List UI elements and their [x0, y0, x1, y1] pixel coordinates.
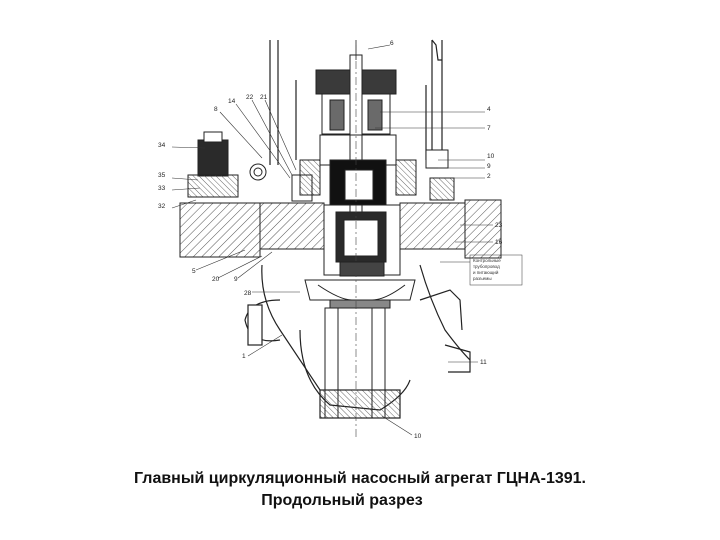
callout-21: 21 — [260, 94, 268, 101]
callout-6: 6 — [390, 40, 394, 47]
diagram-subtitle: Продольный разрез — [261, 492, 423, 509]
callout-34: 34 — [158, 142, 166, 149]
pump-section-drawing: Контрольные трубопровод и питающий разъе… — [158, 39, 523, 440]
note-line-4: разъемы — [473, 276, 492, 281]
note-box: Контрольные трубопровод и питающий разъе… — [469, 254, 523, 286]
impeller — [304, 279, 416, 309]
callout-4: 4 — [487, 106, 491, 113]
callout-5: 5 — [192, 268, 196, 275]
callout-32: 32 — [158, 203, 166, 210]
callout-28: 28 — [244, 290, 252, 297]
callout-9: 9 — [487, 163, 491, 170]
callout-22: 22 — [246, 94, 254, 101]
callout-20: 20 — [212, 276, 220, 283]
callout-11: 11 — [480, 359, 487, 366]
note-line-1: Контрольные — [473, 258, 501, 263]
motor-stand — [269, 39, 443, 165]
callout-7: 7 — [487, 125, 491, 132]
callout-2: 2 — [487, 173, 491, 180]
note-line-2: трубопровод — [473, 264, 500, 269]
note-line-3: и питающий — [473, 269, 499, 275]
callout-14: 14 — [228, 98, 236, 105]
auxiliary-valve — [187, 131, 313, 202]
callout-23: 23 — [495, 222, 503, 229]
right-fittings — [425, 149, 455, 201]
motor-housing — [299, 134, 417, 206]
callout-16: 16 — [495, 239, 503, 246]
inlet-pipe — [324, 307, 386, 419]
callout-8: 8 — [214, 106, 218, 113]
leader-lines — [171, 44, 493, 436]
callout-35: 35 — [158, 172, 166, 179]
callout-10: 10 — [487, 153, 495, 160]
seal-cartridge — [323, 204, 401, 277]
diagram-title: Главный циркуляционный насосный агрегат … — [134, 470, 586, 487]
callout-10b: 10 — [414, 433, 422, 440]
main-flange — [179, 199, 502, 259]
callout-33: 33 — [158, 185, 166, 192]
callout-1: 1 — [242, 353, 246, 360]
callout-labels: 6 4 7 14 22 21 8 34 35 33 32 10 9 2 23 1… — [158, 40, 503, 440]
callout-9b: 9 — [234, 276, 238, 283]
